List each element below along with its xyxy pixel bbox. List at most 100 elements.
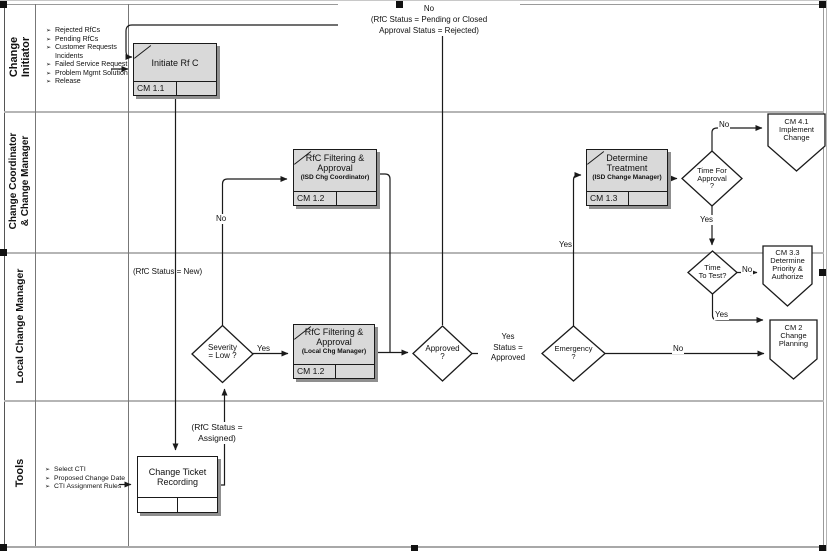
selection-handle-bottom-left[interactable] xyxy=(0,544,7,551)
decision-line: ? xyxy=(571,352,576,361)
process-code-bar: CM 1.1 xyxy=(134,81,216,95)
label-severity-no: No xyxy=(215,214,228,224)
decision-emergency-text: Emergency ? xyxy=(541,345,606,361)
process-rfc-filtering-isd[interactable]: RfC Filtering & Approval (ISD Chg Coordi… xyxy=(293,149,377,206)
process-title: Change Ticket Recording xyxy=(148,467,207,487)
bullet-icon: ➢ xyxy=(46,45,52,51)
list-item: ➢Pending RfCs xyxy=(46,36,128,45)
process-title: Initiate Rf C xyxy=(151,58,199,68)
offpage-line: Determine xyxy=(770,256,805,265)
offpage-cm41-implement-change[interactable] xyxy=(767,113,826,172)
tools-input-list: ➢Select CTI ➢Proposed Change Date ➢CTI A… xyxy=(45,466,128,492)
list-item: ➢Proposed Change Date xyxy=(45,475,128,484)
label-emergency-no: No xyxy=(672,344,685,354)
process-change-ticket-recording[interactable]: Change Ticket Recording xyxy=(137,456,218,513)
decision-emergency[interactable] xyxy=(541,325,606,382)
label-rfc-status-assigned: (RfC Status = Assigned) xyxy=(180,422,254,444)
selection-handle-bottom-middle[interactable] xyxy=(411,545,418,551)
label-line: Approval Status = Rejected) xyxy=(379,26,479,35)
offpage-line: Planning xyxy=(778,339,809,348)
process-code-bar: CM 1.3 xyxy=(587,191,667,205)
decision-time-for-approval-text: Time For Approval ? xyxy=(682,167,742,190)
process-subtitle: (ISD Change Manager) xyxy=(592,174,662,181)
decision-line: Time For xyxy=(697,166,727,175)
selection-handle-top-right[interactable] xyxy=(819,1,826,8)
process-code: CM 1.2 xyxy=(294,365,336,378)
edge-timetest-yes[interactable] xyxy=(711,294,764,323)
decision-severity-text: Severity = Low ? xyxy=(192,344,253,360)
selection-handle-top-middle[interactable] xyxy=(396,1,403,8)
edge-ticket-to-severity[interactable] xyxy=(218,388,228,486)
edge-approved-no-loopback[interactable] xyxy=(125,24,444,325)
decision-approved[interactable] xyxy=(412,325,473,382)
label-approved-yes: Yes Status = Approved xyxy=(478,332,538,364)
list-item-text: Customer Requests Incidents xyxy=(55,44,117,60)
selection-handle-bottom-right[interactable] xyxy=(819,545,826,551)
edge-emergency-yes[interactable] xyxy=(572,172,582,326)
process-title: RfC Filtering & Approval xyxy=(305,153,365,173)
label-line: No xyxy=(423,4,435,13)
label-time-test-yes: Yes xyxy=(714,310,730,320)
decision-line: Approval xyxy=(697,173,727,183)
process-code xyxy=(138,498,178,512)
list-item: ➢Release xyxy=(46,78,128,87)
process-title: RfC Filtering & Approval xyxy=(304,327,364,347)
offpage-line: CM 3.3 xyxy=(775,248,800,257)
process-determine-treatment[interactable]: Determine Treatment (ISD Change Manager)… xyxy=(586,149,668,206)
process-code-empty xyxy=(336,365,374,378)
process-code-empty xyxy=(178,498,218,512)
bullet-icon: ➢ xyxy=(46,79,52,85)
decision-severity-low[interactable] xyxy=(191,324,254,384)
offpage-cm33-determine-priority[interactable] xyxy=(762,245,813,307)
bullet-icon: ➢ xyxy=(46,36,52,43)
offpage-line: CM 2 xyxy=(784,323,803,332)
offpage-cm2-text: CM 2 Change Planning xyxy=(770,324,817,348)
label-line: Status = xyxy=(493,342,523,352)
lane-divider-1 xyxy=(4,111,824,113)
process-subtitle: (Local Chg Manager) xyxy=(301,348,367,355)
offpage-line: CM 4.1 xyxy=(784,117,809,126)
lane-divider-3 xyxy=(4,400,824,402)
decision-line: ? xyxy=(440,352,445,361)
label-column-divider xyxy=(35,4,36,546)
decision-time-for-approval[interactable] xyxy=(681,150,743,207)
frame-left xyxy=(4,4,5,546)
selection-handle-middle-left[interactable] xyxy=(0,249,7,256)
list-item: ➢Rejected RfCs xyxy=(46,27,128,36)
list-item-text: Proposed Change Date xyxy=(54,474,126,482)
edge-timeapproval-no[interactable] xyxy=(711,125,763,151)
decision-line: = Low ? xyxy=(208,351,237,360)
list-item: ➢CTI Assignment Rules xyxy=(45,483,128,492)
label-line: Yes xyxy=(501,332,515,341)
process-initiate-rfc[interactable]: Initiate Rf C CM 1.1 xyxy=(133,43,217,96)
list-item: ➢Customer Requests Incidents xyxy=(46,44,128,61)
selection-handle-middle-right[interactable] xyxy=(819,269,826,276)
decision-time-to-test-text: Time To Test? xyxy=(688,264,737,280)
list-item: ➢Failed Service Request xyxy=(46,61,128,70)
list-item: ➢Select CTI xyxy=(45,466,128,475)
label-loop-condition: No (RfC Status = Pending or Closed Appro… xyxy=(338,3,520,36)
process-code-empty xyxy=(177,82,216,95)
edge-isd-filter-out[interactable] xyxy=(377,173,391,353)
selection-handle-top-left[interactable] xyxy=(0,1,7,8)
bullet-icon: ➢ xyxy=(46,28,52,34)
list-item-text: Select CTI xyxy=(54,466,86,473)
decision-line: Approved xyxy=(425,344,460,353)
process-code: CM 1.1 xyxy=(134,82,177,95)
label-line: (RfC Status = xyxy=(191,422,243,432)
list-item-text: CTI Assignment Rules xyxy=(54,483,122,490)
initiator-input-list: ➢Rejected RfCs ➢Pending RfCs ➢Customer R… xyxy=(46,27,128,87)
bullet-icon: ➢ xyxy=(45,467,51,473)
label-emergency-yes: Yes xyxy=(558,240,574,250)
process-subtitle: (ISD Chg Coordinator) xyxy=(300,174,370,181)
lane-divider-2 xyxy=(4,252,824,254)
process-code-bar: CM 1.2 xyxy=(294,191,376,205)
process-rfc-filtering-local[interactable]: RfC Filtering & Approval (Local Chg Mana… xyxy=(293,324,375,379)
offpage-line: Implement xyxy=(778,125,814,134)
offpage-cm2-change-planning[interactable] xyxy=(769,319,818,380)
offpage-line: Authorize xyxy=(771,272,804,281)
decision-time-to-test[interactable] xyxy=(687,250,738,295)
edge-severity-no[interactable] xyxy=(221,176,288,326)
decision-line: Severity xyxy=(208,343,237,352)
bullet-icon: ➢ xyxy=(46,70,52,77)
